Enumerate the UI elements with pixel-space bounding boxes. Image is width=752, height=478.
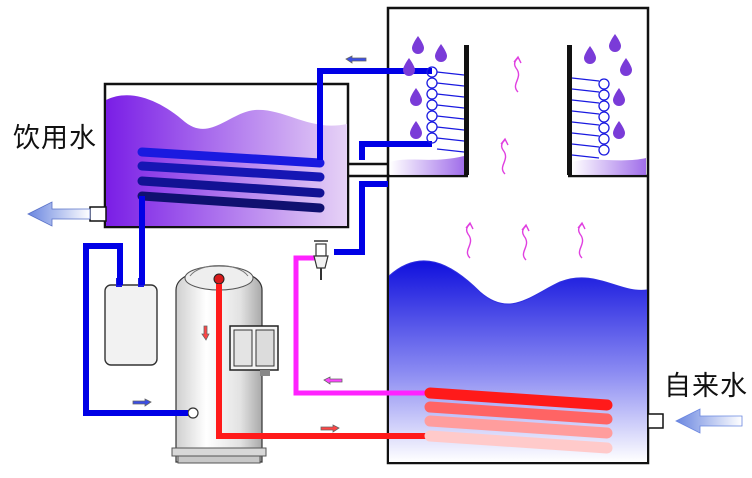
droplet-icon xyxy=(613,88,625,106)
accumulator xyxy=(104,278,158,366)
inlet-arrow-icon xyxy=(675,408,743,434)
hot-pipe xyxy=(216,284,430,439)
droplet-icon xyxy=(403,58,415,76)
flow-arrow-icon xyxy=(320,424,340,433)
flow-arrow-icon xyxy=(201,325,210,341)
steam-wisp-icon xyxy=(500,137,509,175)
condenser-coil xyxy=(137,147,325,213)
flow-arrow-icon xyxy=(323,376,343,385)
steam-wisp-icon xyxy=(521,223,530,261)
steam-wisps xyxy=(465,55,586,261)
steam-wisp-icon xyxy=(513,55,522,93)
droplet-icon xyxy=(584,46,596,64)
steam-wisp-icon xyxy=(577,221,586,259)
evaporator-coil-left xyxy=(426,66,465,153)
flow-arrow-icon xyxy=(345,55,367,64)
flow-arrow-icon xyxy=(132,398,152,407)
vapor-duct xyxy=(348,162,388,178)
droplet-icon xyxy=(410,121,422,139)
outlet-arrow-icon xyxy=(27,201,91,227)
heating-coil xyxy=(424,387,613,454)
droplet-icon xyxy=(620,58,632,76)
tap-water-label: 自来水 xyxy=(664,371,748,402)
condenser-tank xyxy=(89,82,350,229)
liquid-pipe xyxy=(293,255,430,396)
steam-wisp-icon xyxy=(465,221,474,259)
vapor-pipes xyxy=(83,68,432,416)
droplet-icon xyxy=(410,88,422,106)
flow-arrows xyxy=(132,55,367,433)
drinking-water-label: 饮用水 xyxy=(13,123,97,154)
evaporator-coil-right xyxy=(571,77,610,159)
droplet-icon xyxy=(609,34,621,52)
droplet-icon xyxy=(435,44,447,62)
droplet-icon xyxy=(412,36,424,54)
droplet-icon xyxy=(613,121,625,139)
condensate-droplets xyxy=(403,34,632,139)
valve-icon xyxy=(313,240,329,280)
